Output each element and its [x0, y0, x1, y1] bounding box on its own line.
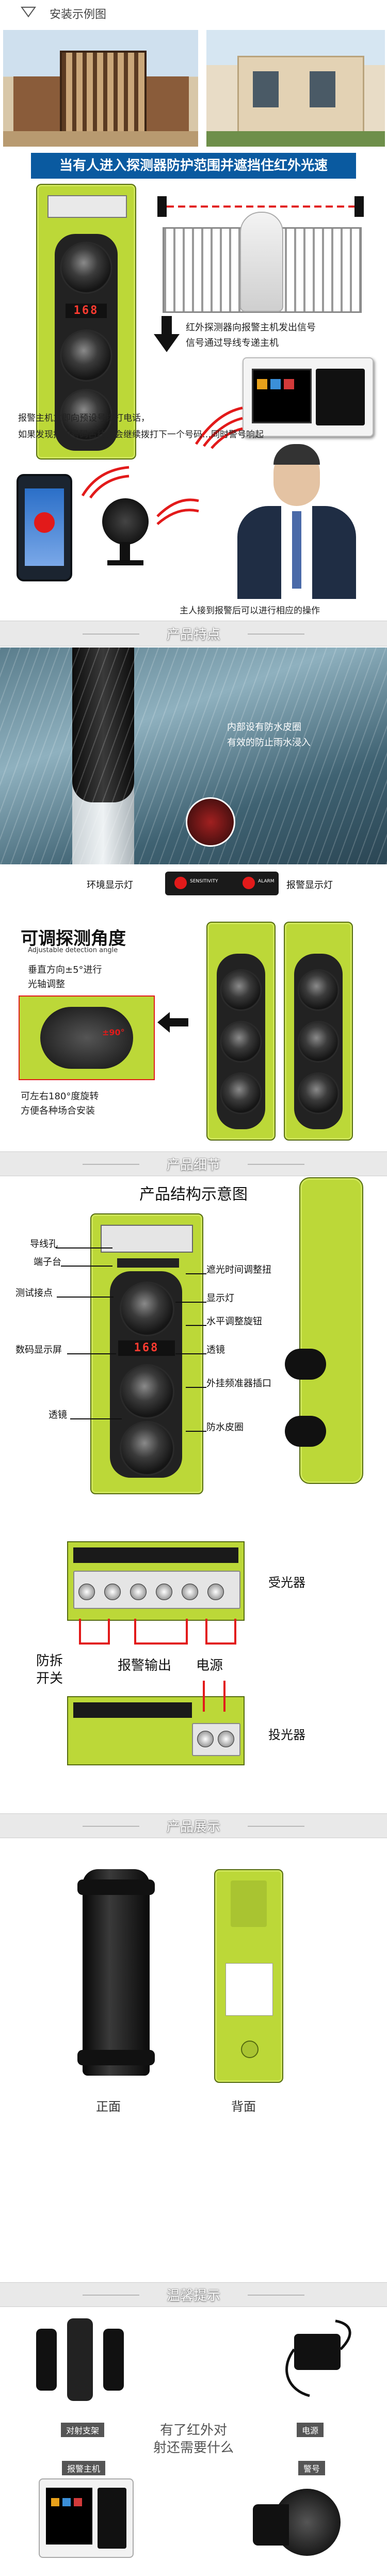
- alarm-output-label: 报警输出: [118, 1658, 172, 1673]
- arrow-left-icon: [157, 1012, 188, 1033]
- call-caption: 报警主机立即向预设号拨打电话， 如果发现拨的号码占线，会继续拨打下一个号码…同时…: [18, 413, 264, 440]
- host-label: 报警主机: [62, 2461, 106, 2475]
- alarm-label: ALARM: [258, 879, 275, 884]
- details-band: 产品细节: [0, 1151, 387, 1176]
- power-adapter-image: [279, 2318, 361, 2401]
- siren-label: 警号: [298, 2461, 326, 2475]
- vertical-caption: 垂直方向±5°进行 光轴调整: [28, 965, 102, 990]
- lens-right-label: 透镜: [206, 1345, 225, 1355]
- detector-right: [284, 922, 353, 1141]
- receiver-board: [67, 1541, 245, 1621]
- structure-title: 产品结构示意图: [139, 1186, 248, 1204]
- back-label: 背面: [231, 2099, 256, 2114]
- test-point-label: 测试接点: [15, 1288, 53, 1299]
- phone-image: [17, 474, 72, 581]
- external-port-label: 外挂频准器插口: [206, 1378, 271, 1389]
- detector-left: [206, 922, 276, 1141]
- structure-device: 168: [90, 1213, 203, 1494]
- install-title: 安装示例图: [50, 8, 107, 21]
- arrow-down-icon: [154, 316, 180, 352]
- lens-closeup: ±90°: [19, 995, 155, 1080]
- signal-caption: 红外探测器向报警主机发出信号 信号通过导线专递主机: [186, 322, 316, 349]
- display-band: 产品展示: [0, 1813, 387, 1838]
- signal-waves-icon: [195, 406, 243, 449]
- intrusion-banner: 当有人进入探测器防护范围并遮挡住红外光速: [31, 153, 356, 179]
- alarm-light-label: 报警显示灯: [286, 880, 333, 891]
- tips-band: 温馨提示: [0, 2282, 387, 2307]
- bracket-label: 对射支架: [61, 2423, 105, 2437]
- question-text: 有了红外对 射还需要什么: [153, 2423, 234, 2456]
- angle-mark: ±90°: [102, 1028, 125, 1037]
- siren-tip-image: [253, 2484, 356, 2571]
- waterproof-ring-label: 防水皮圈: [206, 1422, 244, 1433]
- terminal-label: 端子台: [34, 1257, 61, 1268]
- sound-waves-icon: [156, 498, 199, 525]
- led-display: 168: [66, 304, 107, 318]
- features-band: 产品特点: [0, 621, 387, 646]
- adjust-title: 可调探测角度: [21, 928, 126, 949]
- alarm-host: [243, 357, 374, 437]
- tamper-label: 防拆 开关: [36, 1653, 63, 1686]
- waterproof-caption: 内部设有防水皮圈 有效的防止雨水浸入: [227, 722, 311, 748]
- horizontal-knob-label: 水平调整旋钮: [206, 1316, 262, 1327]
- intruder-figure: [240, 212, 283, 312]
- tips-title: 温馨提示: [166, 2288, 220, 2304]
- transmitter-label: 投光器: [268, 1728, 305, 1742]
- siren-image: [97, 498, 154, 571]
- details-title: 产品细节: [166, 1157, 220, 1173]
- front-view-image: [77, 1869, 155, 2076]
- owner-caption: 主人接到报警后可以进行相应的操作: [180, 606, 320, 616]
- wire-hole-label: 导线孔: [30, 1239, 58, 1250]
- indicator-label: 显示灯: [206, 1293, 234, 1304]
- rain-photo: 内部设有防水皮圈 有效的防止雨水浸入: [0, 647, 387, 864]
- triangle-icon: [21, 7, 36, 18]
- back-view-image: [214, 1869, 283, 2083]
- bracket-image: [31, 2318, 129, 2406]
- fence-illustration: [157, 196, 364, 315]
- sensitivity-label: SENSITIVITY: [190, 879, 218, 884]
- sound-waves-icon: [81, 466, 130, 499]
- env-light-label: 环境显示灯: [87, 880, 133, 891]
- rotate-caption: 可左右180°度旋转 方便各种场合安装: [21, 1091, 99, 1116]
- power-supply-label: 电源: [297, 2423, 324, 2437]
- transmitter-board: [67, 1696, 245, 1765]
- villa-photo: [206, 30, 385, 147]
- owner-figure: [232, 444, 361, 599]
- display-title: 产品展示: [166, 1819, 220, 1835]
- host-image: [39, 2478, 134, 2558]
- receiver-label: 受光器: [268, 1575, 305, 1590]
- front-label: 正面: [96, 2099, 121, 2114]
- features-title: 产品特点: [166, 627, 220, 643]
- detector-unit: 168: [36, 184, 136, 460]
- shading-time-knob-label: 遮光时间调整扭: [206, 1265, 271, 1275]
- structure-side: [285, 1177, 363, 1484]
- led-screen-label: 数码显示屏: [15, 1345, 62, 1355]
- indicator-panel: SENSITIVITY ALARM: [165, 872, 279, 895]
- lens-left-label: 透镜: [49, 1410, 67, 1420]
- structure-led: 168: [118, 1340, 175, 1356]
- adjust-subtitle: Adjustable detection angle: [28, 946, 118, 954]
- gate-photo: [3, 30, 198, 147]
- power-label: 电源: [196, 1658, 223, 1673]
